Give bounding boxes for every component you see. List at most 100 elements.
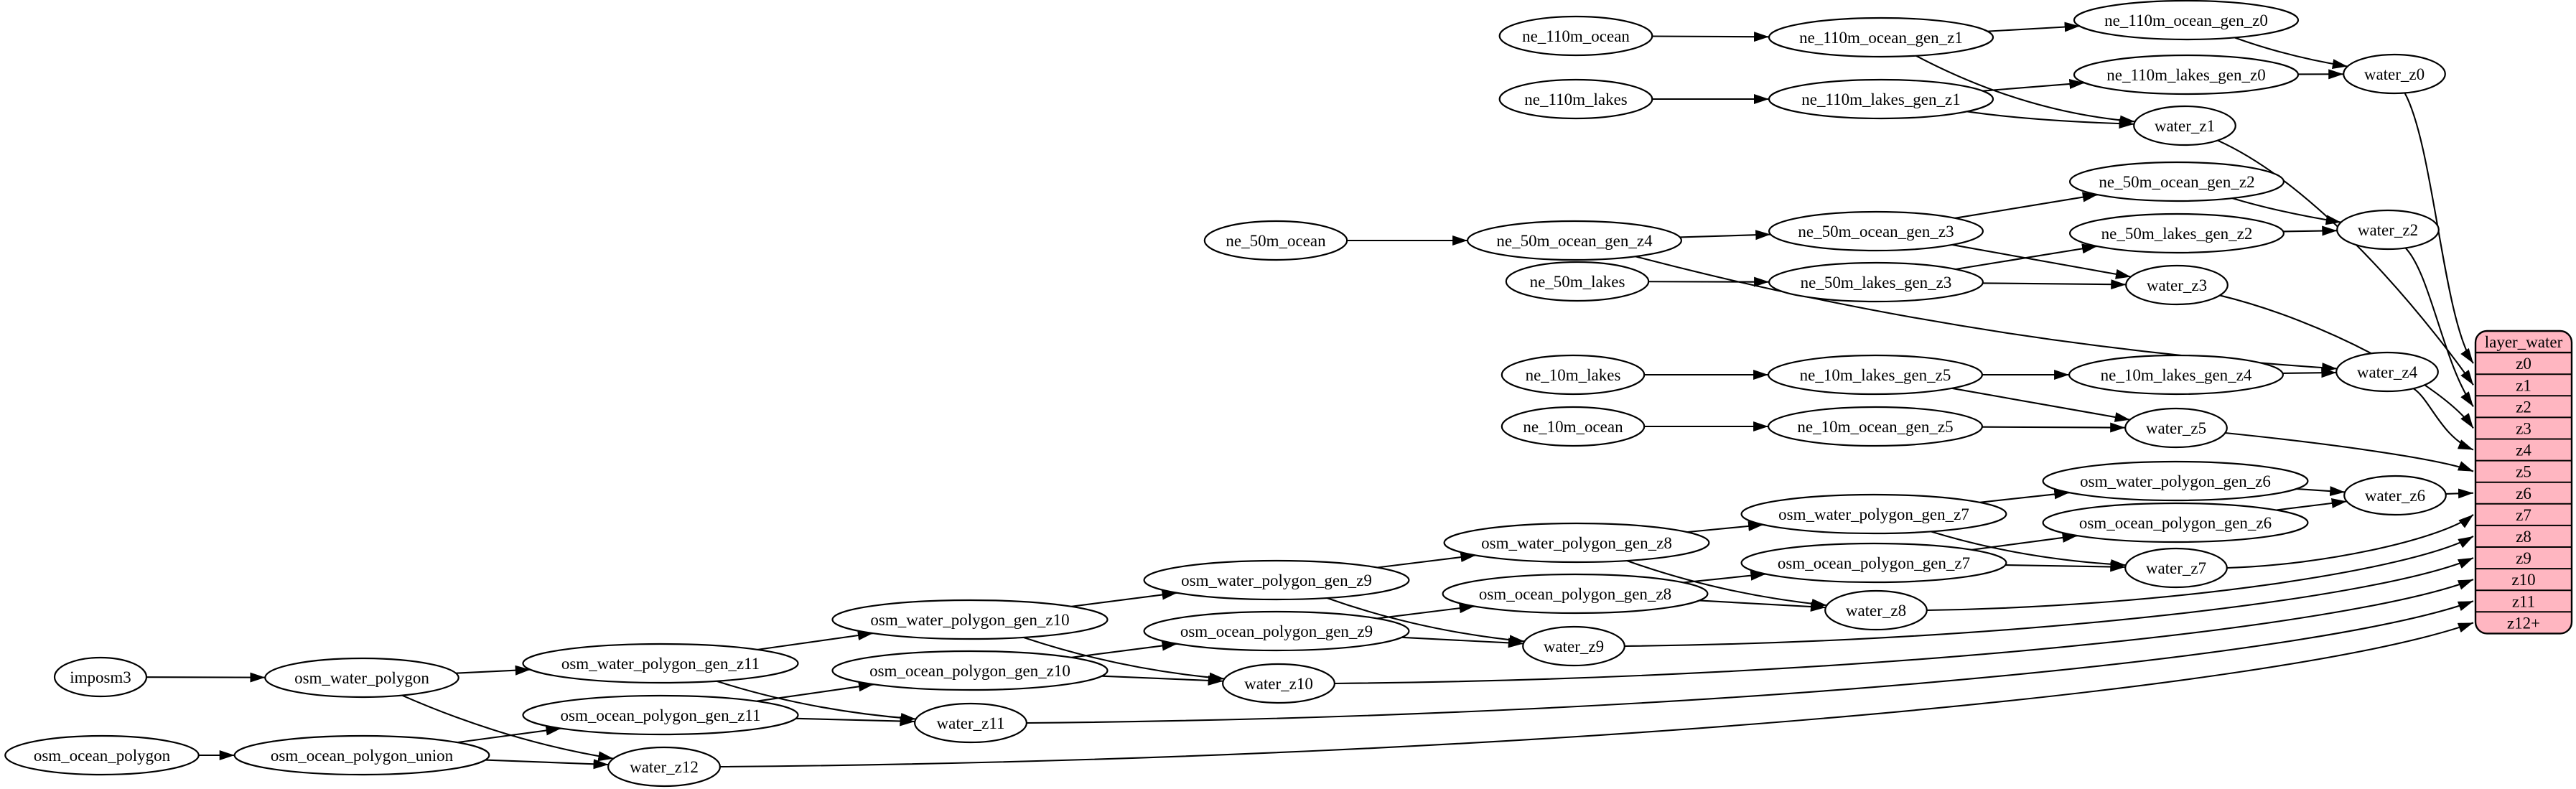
table-row-z9: z9 [2516, 549, 2531, 567]
edge-water_z12--layer_water-z12+ [719, 622, 2474, 768]
edge-osm_water_polygon_gen_z10--osm_water_polygon_gen_z9 [1071, 589, 1177, 607]
node-ellipse-water_z12 [607, 746, 721, 788]
edge-ne_110m_ocean_gen_z1--ne_110m_ocean_gen_z0 [1987, 22, 2080, 32]
edge-osm_water_polygon_gen_z11--osm_water_polygon_gen_z10 [757, 630, 873, 650]
node-osm_ocean_polygon_gen_z6: osm_ocean_polygon_gen_z6 [2042, 502, 2309, 543]
edge-ne_50m_ocean_gen_z4--ne_50m_ocean_gen_z3 [1679, 230, 1771, 241]
node-label-osm_ocean_polygon_gen_z9: osm_ocean_polygon_gen_z9 [1180, 622, 1373, 640]
node-ellipse-ne_10m_lakes [1501, 354, 1646, 396]
node-ellipse-ne_110m_lakes_gen_z1 [1768, 78, 1994, 120]
edge-osm_water_polygon_gen_z8--water_z8 [1626, 559, 1827, 609]
node-ellipse-water_z8 [1824, 589, 1928, 631]
node-water_z7: water_z7 [2124, 547, 2228, 589]
node-label-imposm3: imposm3 [70, 668, 131, 686]
node-label-water_z1: water_z1 [2155, 117, 2215, 135]
edge-osm_ocean_polygon_gen_z10--osm_ocean_polygon_gen_z9 [1071, 640, 1177, 658]
node-ellipse-water_z9 [1522, 625, 1625, 667]
edge-ne_110m_lakes_gen_z1--ne_110m_lakes_gen_z0 [1982, 79, 2085, 92]
node-ellipse-osm_ocean_polygon_gen_z11 [522, 694, 799, 736]
node-water_z4: water_z4 [2335, 351, 2439, 393]
edge-water_z4--layer_water-z4 [2412, 388, 2474, 451]
node-ellipse-water_z5 [2124, 407, 2228, 449]
node-ellipse-ne_50m_lakes [1505, 261, 1650, 302]
node-label-ne_110m_lakes_gen_z0: ne_110m_lakes_gen_z0 [2106, 66, 2265, 84]
node-water_z11: water_z11 [913, 702, 1027, 744]
node-label-ne_50m_lakes_gen_z3: ne_50m_lakes_gen_z3 [1801, 274, 1952, 291]
node-ellipse-imposm3 [53, 656, 148, 698]
edge-osm_water_polygon_gen_z7--water_z7 [1931, 531, 2126, 569]
node-ellipse-ne_110m_ocean_gen_z1 [1768, 17, 1994, 58]
edge-water_z9--layer_water-z9 [1624, 557, 2474, 648]
node-label-ne_10m_ocean: ne_10m_ocean [1523, 418, 1623, 436]
table-row-z6: z6 [2516, 485, 2531, 503]
node-ne_110m_ocean_gen_z0: ne_110m_ocean_gen_z0 [2073, 0, 2300, 41]
node-ne_110m_lakes: ne_110m_lakes [1498, 78, 1653, 120]
node-ellipse-osm_water_polygon [264, 657, 459, 699]
node-ellipse-ne_110m_lakes_gen_z0 [2073, 54, 2300, 95]
node-label-ne_10m_ocean_gen_z5: ne_10m_ocean_gen_z5 [1797, 418, 1953, 436]
table-row-z5: z5 [2516, 463, 2531, 481]
node-ne_110m_ocean: ne_110m_ocean [1498, 15, 1653, 57]
node-label-water_z9: water_z9 [1544, 638, 1604, 655]
node-ne_50m_ocean_gen_z3: ne_50m_ocean_gen_z3 [1768, 210, 1984, 252]
node-label-osm_ocean_polygon_gen_z8: osm_ocean_polygon_gen_z8 [1479, 585, 1671, 603]
table-row-z11: z11 [2512, 592, 2535, 610]
node-ellipse-osm_water_polygon_gen_z10 [831, 599, 1109, 640]
edge-ne_50m_lakes_gen_z3--ne_50m_lakes_gen_z2 [1955, 243, 2098, 271]
edge-osm_ocean_polygon_gen_z7--water_z7 [2005, 561, 2126, 572]
node-ellipse-osm_ocean_polygon_gen_z7 [1740, 542, 2007, 584]
edge-ne_110m_lakes_gen_z1--water_z1 [1966, 111, 2134, 129]
node-ellipse-ne_50m_ocean [1203, 220, 1348, 261]
node-ellipse-ne_10m_lakes_gen_z4 [2068, 354, 2285, 396]
node-label-ne_10m_lakes_gen_z4: ne_10m_lakes_gen_z4 [2101, 366, 2252, 384]
node-ellipse-water_z4 [2335, 351, 2439, 393]
node-ellipse-water_z11 [913, 702, 1027, 744]
table-row-z1: z1 [2516, 376, 2531, 394]
node-label-water_z2: water_z2 [2358, 221, 2418, 239]
node-ellipse-ne_110m_lakes [1498, 78, 1653, 120]
node-osm_water_polygon_gen_z9: osm_water_polygon_gen_z9 [1143, 559, 1410, 601]
node-label-ne_50m_ocean_gen_z2: ne_50m_ocean_gen_z2 [2099, 173, 2254, 191]
node-osm_water_polygon_gen_z10: osm_water_polygon_gen_z10 [831, 599, 1109, 640]
node-label-water_z8: water_z8 [1846, 602, 1906, 620]
node-label-water_z3: water_z3 [2147, 276, 2207, 294]
table-row-z4: z4 [2516, 442, 2531, 459]
node-label-ne_110m_ocean: ne_110m_ocean [1522, 27, 1630, 45]
node-label-osm_water_polygon_gen_z6: osm_water_polygon_gen_z6 [2080, 472, 2271, 490]
edge-osm_ocean_polygon_union--osm_ocean_polygon_gen_z11 [457, 725, 561, 744]
node-ellipse-ne_50m_ocean_gen_z2 [2069, 161, 2285, 202]
edge-osm_water_polygon_gen_z11--water_z11 [716, 680, 916, 723]
node-label-ne_50m_ocean_gen_z4: ne_50m_ocean_gen_z4 [1496, 232, 1653, 250]
edge-ne_110m_ocean_gen_z1--water_z1 [1915, 55, 2135, 126]
edge-osm_ocean_polygon_union--water_z12 [485, 759, 609, 770]
node-label-osm_water_polygon: osm_water_polygon [294, 669, 429, 687]
node-water_z5: water_z5 [2124, 407, 2228, 449]
node-label-osm_water_polygon_gen_z8: osm_water_polygon_gen_z8 [1481, 534, 1672, 552]
node-label-water_z6: water_z6 [2365, 487, 2425, 505]
table-row-z12+: z12+ [2507, 614, 2540, 632]
node-ellipse-water_z1 [2133, 105, 2236, 146]
edge-osm_water_polygon--water_z12 [401, 694, 614, 762]
node-osm_water_polygon_gen_z8: osm_water_polygon_gen_z8 [1443, 522, 1710, 564]
node-ellipse-water_z3 [2125, 264, 2229, 306]
node-ellipse-osm_ocean_polygon_gen_z9 [1143, 610, 1410, 652]
edge-water_z1--layer_water-z1 [2217, 139, 2474, 386]
edge-osm_ocean_polygon_gen_z11--osm_ocean_polygon_gen_z10 [756, 681, 874, 702]
node-ellipse-ne_110m_ocean_gen_z0 [2073, 0, 2300, 41]
node-label-osm_ocean_polygon_gen_z6: osm_ocean_polygon_gen_z6 [2079, 514, 2272, 532]
node-ellipse-ne_50m_lakes_gen_z2 [2069, 213, 2285, 254]
node-osm_ocean_polygon_gen_z9: osm_ocean_polygon_gen_z9 [1143, 610, 1410, 652]
table-header-layer_water: layer_water [2485, 333, 2563, 351]
node-water_z1: water_z1 [2133, 105, 2236, 146]
node-ellipse-water_z10 [1221, 663, 1335, 704]
table-row-z3: z3 [2516, 419, 2531, 437]
edge-water_z8--layer_water-z8 [1926, 536, 2474, 612]
node-ne_10m_lakes_gen_z5: ne_10m_lakes_gen_z5 [1768, 354, 1984, 396]
node-label-ne_50m_ocean: ne_50m_ocean [1226, 232, 1326, 250]
node-ne_50m_ocean: ne_50m_ocean [1203, 220, 1348, 261]
edge-ne_50m_ocean_gen_z3--water_z3 [1951, 243, 2132, 279]
node-ellipse-osm_water_polygon_gen_z6 [2042, 460, 2309, 502]
table-row-z0: z0 [2516, 355, 2531, 373]
node-label-osm_ocean_polygon_gen_z7: osm_ocean_polygon_gen_z7 [1778, 554, 1970, 572]
